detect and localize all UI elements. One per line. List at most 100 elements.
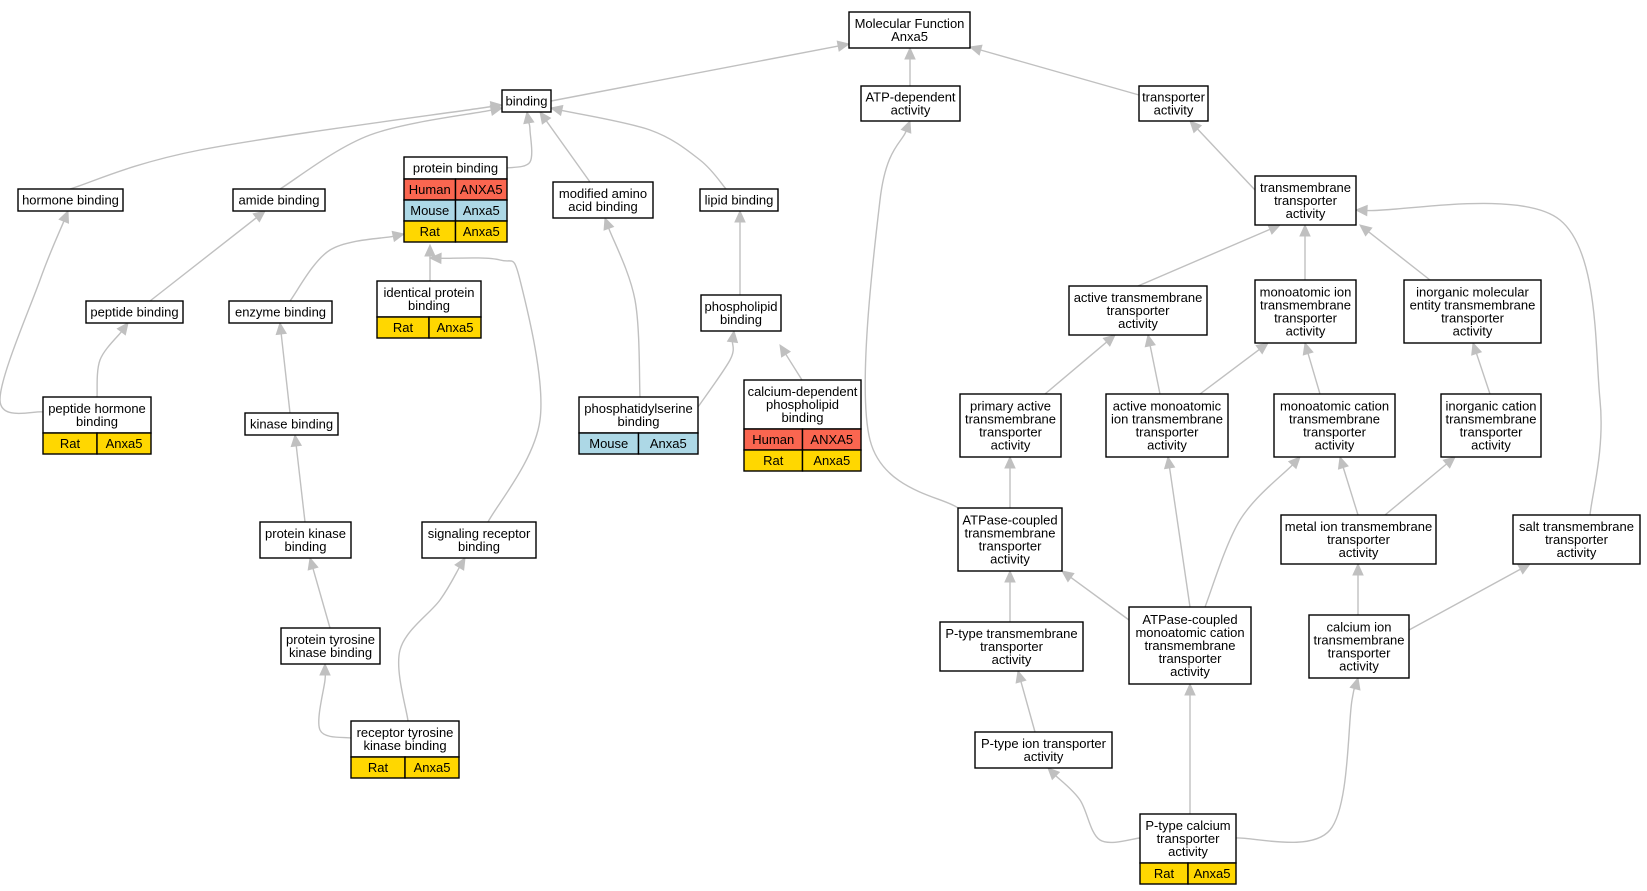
node-label-line: transporter: [979, 539, 1043, 554]
node-label-line: ATPase-coupled: [962, 513, 1057, 528]
arrowhead-icon: [1255, 342, 1269, 355]
gene-label: Anxa5: [463, 203, 500, 218]
node-label-line: activity: [1557, 545, 1597, 560]
edge-calciumdep-to-phospholipid: [779, 343, 803, 381]
species-label: Human: [409, 182, 451, 197]
node-label-line: transporter: [1136, 425, 1200, 440]
edge-line: [440, 257, 542, 523]
node-label-line: activity: [1168, 844, 1208, 859]
node-lipid[interactable]: lipid binding: [699, 188, 779, 212]
node-label-line: binding: [506, 94, 548, 109]
edge-peptidehormone-to-peptide: [96, 322, 129, 398]
edge-line: [561, 109, 727, 190]
node-box: [1440, 393, 1542, 458]
arrowhead-icon: [1349, 676, 1361, 691]
node-metalion[interactable]: metal ion transmembranetransporteractivi…: [1280, 514, 1437, 565]
node-peptide[interactable]: peptide binding: [85, 300, 184, 324]
gene-cell: [96, 432, 152, 455]
node-atpcoupled[interactable]: ATPase-coupledtransmembranetransporterac…: [957, 507, 1063, 572]
edge-line: [1197, 128, 1256, 191]
node-box: [1068, 285, 1208, 336]
gene-label: ANXA5: [810, 432, 853, 447]
species-label: Mouse: [589, 436, 628, 451]
node-label-line: modified amino: [559, 186, 647, 201]
edges-layer: [0, 40, 1602, 844]
gene-cell: [454, 220, 508, 243]
node-monocation[interactable]: monoatomic cationtransmembranetransporte…: [1273, 393, 1396, 458]
node-label-line: activity: [1286, 206, 1326, 221]
node-enzyme[interactable]: enzyme binding: [228, 300, 333, 324]
node-label-line: activity: [1154, 103, 1194, 118]
node-monoion[interactable]: monoatomic iontransmembranetransporterac…: [1254, 279, 1357, 344]
edge-atpcoupled-to-primaryactive: [1004, 455, 1016, 508]
node-amide[interactable]: amide binding: [232, 188, 326, 212]
node-calciumdep[interactable]: calcium-dependentphospholipidbindingHuma…: [743, 379, 862, 472]
edge-rtk-to-signaling: [398, 556, 466, 722]
node-box: [1128, 606, 1252, 685]
node-binding[interactable]: binding: [501, 89, 552, 113]
node-label-line: transporter: [979, 425, 1043, 440]
arrowhead-icon: [1517, 563, 1532, 575]
node-box: [700, 294, 782, 332]
arrowhead-icon: [1047, 767, 1061, 781]
node-box: [1308, 614, 1410, 679]
edge-line: [96, 331, 122, 398]
node-box: [501, 89, 552, 113]
node-label-line: protein kinase: [265, 526, 346, 541]
node-box: [232, 188, 326, 212]
edge-monoion-to-tmtrans: [1299, 223, 1311, 280]
edge-binding-to-mf: [550, 40, 851, 102]
node-label-line: transporter: [1159, 651, 1223, 666]
node-label-line: amide binding: [239, 193, 320, 208]
node-box: [1403, 279, 1542, 344]
arrowhead-icon: [307, 556, 319, 571]
arrowhead-icon: [1163, 455, 1176, 470]
node-hormone[interactable]: hormone binding: [17, 188, 124, 212]
node-calciumion[interactable]: calcium iontransmembranetransporteractiv…: [1308, 614, 1410, 679]
gene-cell: [404, 756, 460, 779]
node-box: [939, 621, 1084, 672]
arrowhead-icon: [489, 104, 504, 116]
node-inorgcation[interactable]: inorganic cationtransmembranetransporter…: [1440, 393, 1542, 458]
node-box: [228, 300, 333, 324]
node-label-line: Molecular Function: [855, 16, 965, 31]
node-box: [552, 181, 654, 219]
edge-line: [1020, 681, 1036, 733]
node-label-line: ATPase-coupled: [1142, 612, 1237, 627]
node-label-line: binding: [782, 410, 824, 425]
node-box: [959, 393, 1062, 458]
arrowhead-icon: [1354, 204, 1368, 217]
edge-line: [1307, 353, 1321, 395]
arrowhead-icon: [523, 110, 535, 125]
node-label-line: P-type ion transporter: [981, 736, 1107, 751]
node-kinase[interactable]: kinase binding: [244, 412, 339, 436]
node-label-line: activity: [1339, 659, 1379, 674]
species-label: Rat: [368, 760, 389, 775]
edge-amide-to-binding: [279, 104, 504, 190]
gene-cell: [801, 449, 862, 472]
node-primaryactive[interactable]: primary activetransmembranetransporterac…: [959, 393, 1062, 458]
